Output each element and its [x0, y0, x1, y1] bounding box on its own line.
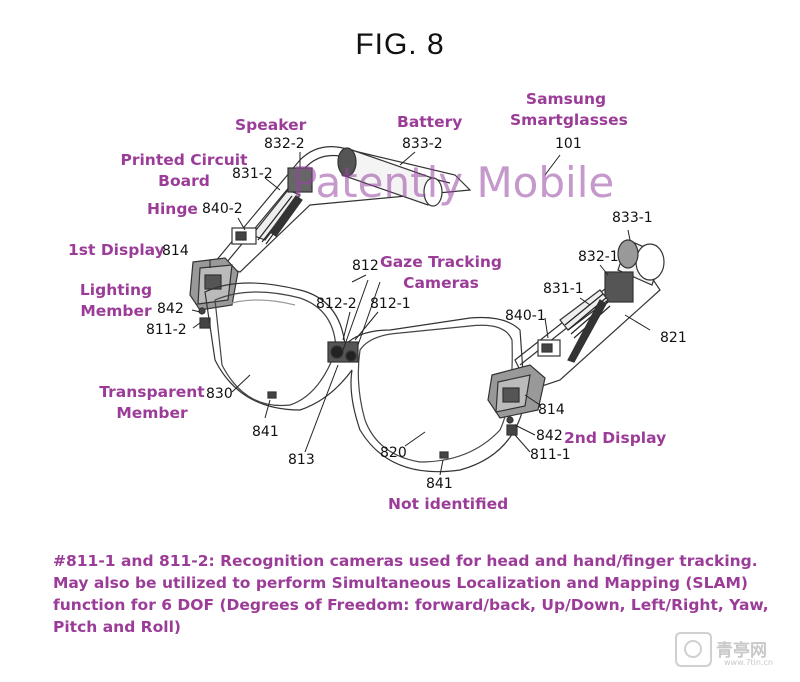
speaker-left — [287, 167, 313, 193]
label-samsung-smartglasses: Samsung Smartglasses — [510, 89, 628, 131]
ref-832-1: 832-1 — [578, 249, 619, 265]
label-transparent-line1: Transparent — [99, 383, 205, 401]
hinge-right — [537, 339, 561, 357]
leader-lines — [191, 151, 651, 476]
label-gaze-line2: Cameras — [403, 274, 479, 292]
ref-841-bottom: 841 — [426, 476, 453, 492]
label-hinge: Hinge — [147, 200, 198, 218]
label-lighting-member: Lighting Member — [75, 280, 157, 322]
label-gaze-tracking-cameras: Gaze Tracking Cameras — [376, 252, 506, 294]
label-pcb-line2: Board — [158, 172, 210, 190]
label-first-display: 1st Display — [68, 241, 165, 259]
label-not-identified: Not identified — [388, 495, 509, 513]
ref-833-1: 833-1 — [612, 210, 653, 226]
label-battery: Battery — [397, 113, 463, 131]
speaker-right — [604, 271, 634, 303]
ref-833-2: 833-2 — [402, 136, 443, 152]
component-841-bottom — [439, 451, 449, 459]
gaze-camera-812 — [327, 341, 359, 363]
camera-811-1 — [506, 424, 518, 436]
logo-url: www.7tin.cn — [724, 658, 773, 667]
component-841-left — [267, 391, 277, 399]
label-transparent-member: Transparent Member — [98, 382, 206, 424]
second-display-box — [487, 364, 546, 419]
caption-line: May also be utilized to perform Simultan… — [53, 574, 748, 592]
ref-831-2: 831-2 — [232, 166, 273, 182]
label-lighting-line2: Member — [80, 302, 152, 320]
ref-820: 820 — [380, 445, 407, 461]
pcb-left — [251, 189, 303, 245]
label-samsung-line2: Smartglasses — [510, 111, 628, 129]
ref-812-2: 812-2 — [316, 296, 357, 312]
ref-832-2: 832-2 — [264, 136, 305, 152]
ref-812: 812 — [352, 258, 379, 274]
label-printed-circuit-board: Printed Circuit Board — [116, 150, 252, 192]
caption-line: Pitch and Roll) — [53, 618, 181, 636]
ref-821: 821 — [660, 330, 687, 346]
first-display-box — [189, 257, 239, 311]
lighting-member-left — [198, 307, 206, 315]
figure-title: FIG. 8 — [355, 28, 445, 61]
battery-left — [337, 147, 443, 207]
label-pcb-line1: Printed Circuit — [120, 151, 248, 169]
ref-831-1: 831-1 — [543, 281, 584, 297]
ref-812-1: 812-1 — [370, 296, 411, 312]
label-second-display: 2nd Display — [564, 429, 667, 447]
ref-830: 830 — [206, 386, 233, 402]
label-transparent-line2: Member — [116, 404, 188, 422]
caption-line: #811-1 and 811-2: Recognition cameras us… — [53, 552, 758, 570]
ref-842-left: 842 — [157, 301, 184, 317]
ref-813: 813 — [288, 452, 315, 468]
label-gaze-line1: Gaze Tracking — [379, 253, 503, 271]
hinge-left — [231, 227, 257, 245]
ref-842-right: 842 — [536, 428, 563, 444]
ref-840-2: 840-2 — [202, 201, 243, 217]
right-lens — [357, 324, 513, 463]
watermark-text: Patently Mobile — [292, 158, 615, 207]
label-samsung-line1: Samsung — [525, 90, 607, 108]
ref-811-1: 811-1 — [530, 447, 571, 463]
caption-line: function for 6 DOF (Degrees of Freedom: … — [53, 596, 769, 614]
ref-840-1: 840-1 — [505, 308, 546, 324]
ref-814-left: 814 — [162, 243, 189, 259]
ref-841-left: 841 — [252, 424, 279, 440]
caption-block: #811-1 and 811-2: Recognition cameras us… — [53, 550, 793, 638]
pcb-right — [559, 289, 611, 363]
ref-101: 101 — [555, 136, 582, 152]
lighting-member-right — [506, 416, 514, 424]
label-speaker: Speaker — [235, 116, 307, 134]
ref-811-2: 811-2 — [146, 322, 187, 338]
ref-814-right: 814 — [538, 402, 565, 418]
front-frame — [204, 282, 526, 473]
label-lighting-line1: Lighting — [79, 281, 153, 299]
logo-text: 青亭网 — [716, 641, 767, 661]
logo-icon — [675, 632, 712, 667]
